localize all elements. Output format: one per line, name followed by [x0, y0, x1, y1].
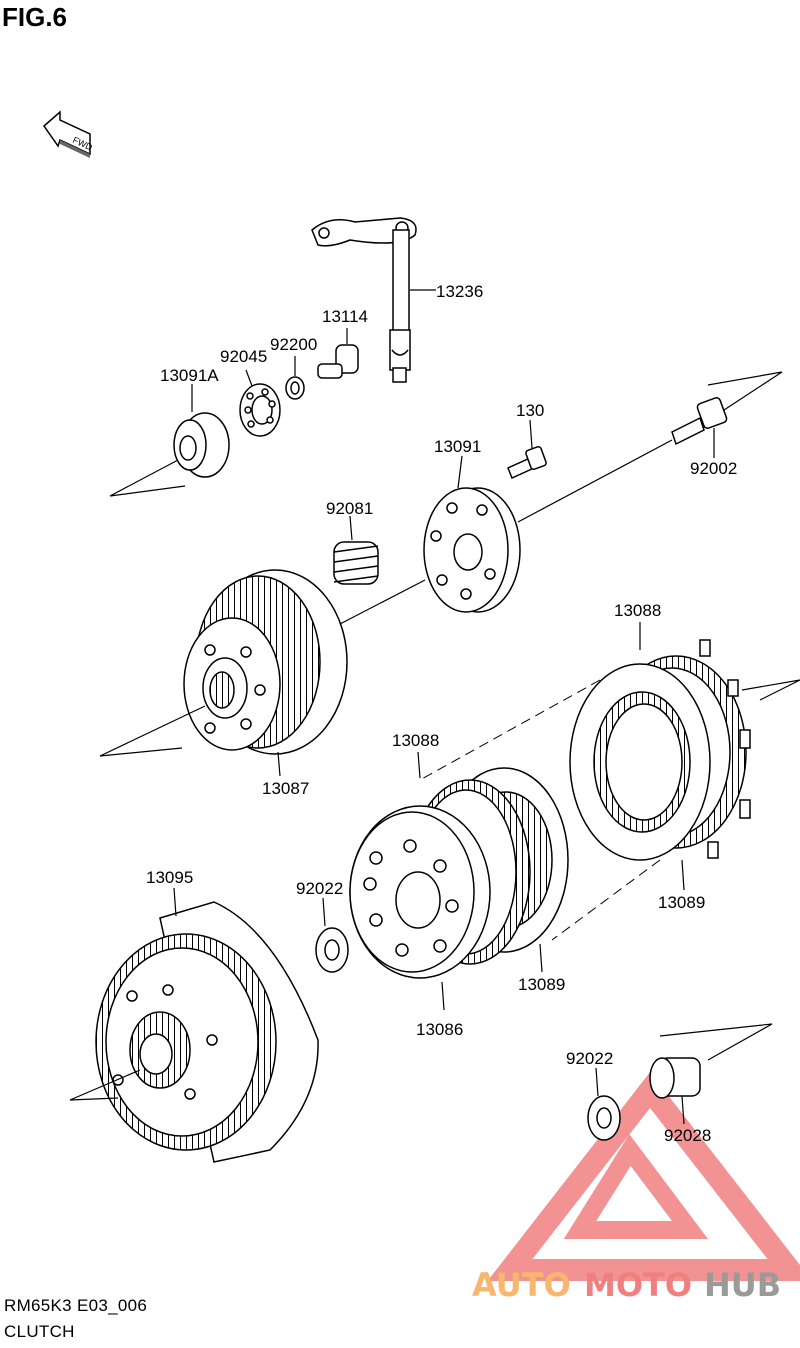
part-label-92022-lower: 92022 [566, 1049, 613, 1068]
watermark-wordmark: AUTO MOTO HUB [472, 1266, 781, 1304]
part-label-92045: 92045 [220, 347, 267, 366]
part-label-13088-right: 13088 [614, 601, 661, 620]
bolt-92002 [671, 397, 728, 446]
section-name: CLUTCH [4, 1322, 75, 1341]
part-label-13091: 13091 [434, 437, 481, 456]
washer-92200 [285, 376, 305, 400]
clutch-release-lever [311, 217, 417, 383]
part-label-13089-middle: 13089 [518, 975, 565, 994]
spring-92081 [333, 541, 379, 585]
part-label-92002: 92002 [690, 459, 737, 478]
sleeve-92028 [649, 1057, 701, 1099]
hub-13091A [173, 412, 230, 478]
figure-title: FIG.6 [2, 2, 68, 32]
part-label-92081: 92081 [326, 499, 373, 518]
clutch-hub-13087 [183, 569, 348, 755]
model-code: RM65K3 E03_006 [4, 1296, 148, 1315]
part-label-130: 130 [516, 401, 544, 420]
bolt-130 [507, 445, 547, 480]
part-label-92028: 92028 [664, 1126, 711, 1145]
watermark-logo [487, 1072, 800, 1281]
part-label-13089-right: 13089 [658, 893, 705, 912]
push-rod-13114 [317, 344, 359, 379]
watermark-hub: HUB [704, 1266, 781, 1304]
pressure-plate-13091 [423, 487, 521, 613]
part-label-13091A: 13091A [160, 366, 219, 385]
bearing-92045 [239, 383, 281, 437]
washer-92022-middle [315, 927, 349, 973]
part-label-13087: 13087 [262, 779, 309, 798]
part-label-13095: 13095 [146, 868, 193, 887]
part-label-92022-middle: 92022 [296, 879, 343, 898]
clutch-housing-13095 [95, 901, 319, 1163]
watermark-auto: AUTO [472, 1266, 571, 1304]
part-label-13236: 13236 [436, 282, 483, 301]
clutch-center-13086 [349, 805, 491, 979]
part-label-13114: 13114 [322, 307, 368, 326]
part-label-13088-middle: 13088 [392, 731, 439, 750]
fwd-arrow-icon: FWD [42, 110, 94, 158]
part-label-92200: 92200 [270, 335, 317, 354]
steel-plate-13089-right [569, 663, 711, 861]
watermark-moto: MOTO [584, 1266, 692, 1304]
part-label-13086: 13086 [416, 1020, 463, 1039]
washer-92022-lower [587, 1095, 621, 1141]
